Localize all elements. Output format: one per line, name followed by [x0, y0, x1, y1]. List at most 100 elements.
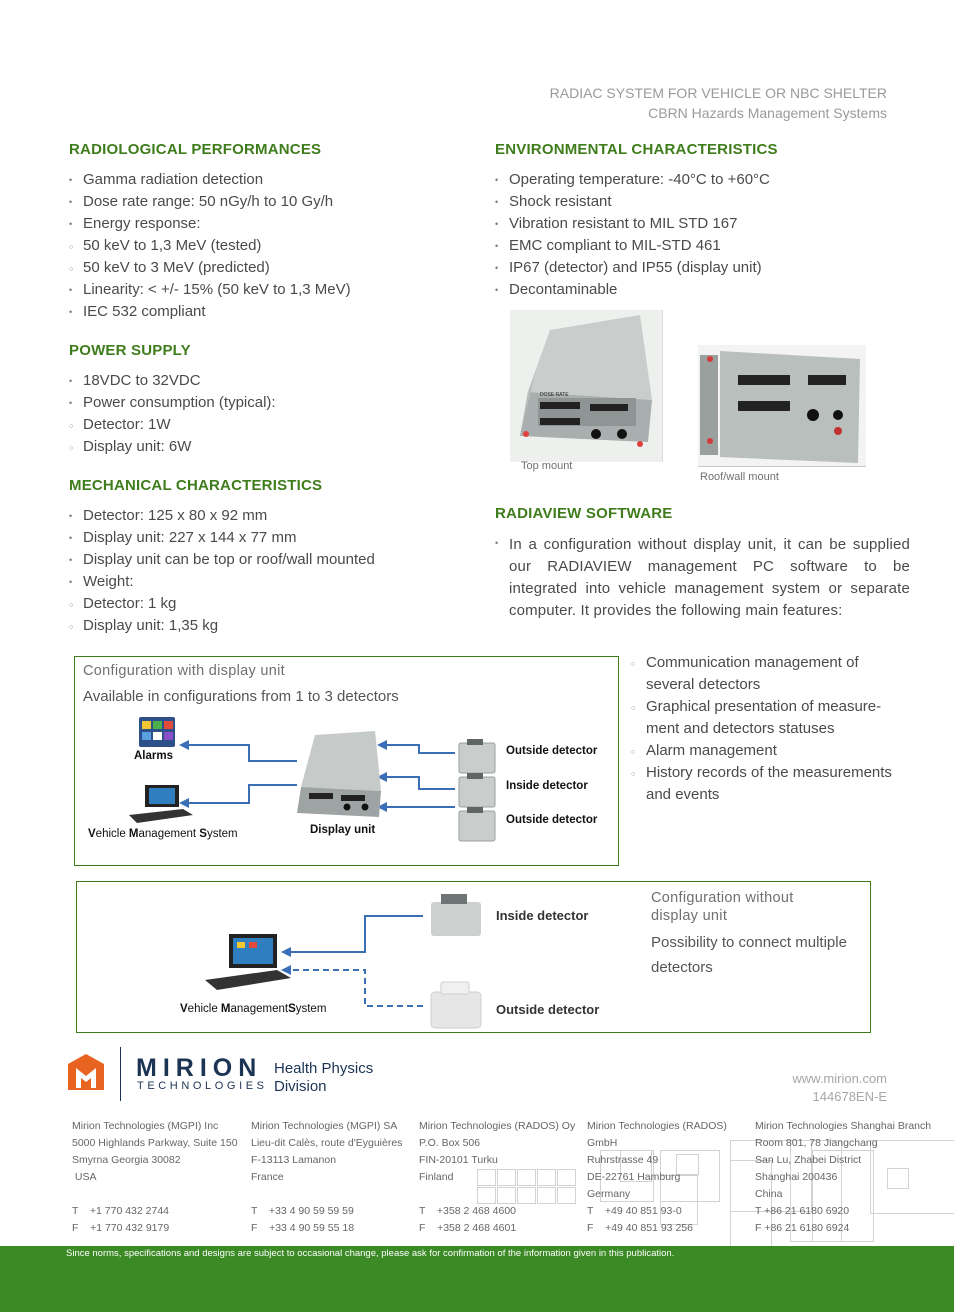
feature-item: ○Communication management of — [631, 652, 892, 674]
website-link[interactable]: www.mirion.com — [792, 1071, 887, 1086]
environmental-list: •Operating temperature: -40°C to +60°C•S… — [495, 169, 770, 301]
office-fax: F +49 40 851 93 256 — [587, 1222, 693, 1234]
inside-detector-icon — [431, 894, 481, 936]
list-item: •IEC 532 compliant — [69, 301, 351, 323]
feature-text: History records of the measurements — [646, 764, 892, 781]
outside-detector-icon — [430, 981, 482, 1029]
bullet-icon: • — [495, 175, 499, 185]
power-title: POWER SUPPLY — [69, 342, 191, 359]
feature-item: ment and detectors statuses — [631, 718, 892, 740]
sub-list-item: ○Display unit: 1,35 kg — [69, 615, 375, 637]
detector-label-2: Inside detector — [506, 780, 588, 792]
roof-mount-photo — [698, 345, 866, 467]
division-name: Health Physics Division — [274, 1060, 374, 1095]
environmental-title: ENVIRONMENTAL CHARACTERISTICS — [495, 141, 778, 158]
office-address-line: GmbH — [587, 1137, 618, 1149]
config-without-display-box: Inside detector Outside detector Vehicle… — [76, 881, 871, 1033]
feature-item: ○ Graphical presentation of measure- — [631, 696, 892, 718]
office-fax: F +86 21 6180 6924 — [755, 1222, 850, 1234]
list-item: •Shock resistant — [495, 191, 770, 213]
logo-divider — [120, 1047, 121, 1101]
config-with-display-box: Configuration with display unit Availabl… — [74, 656, 619, 866]
office-address-line: 5000 Highlands Parkway, Suite 150 — [72, 1137, 238, 1149]
hollow-bullet-icon: ○ — [631, 705, 636, 712]
list-item: • Power consumption (typical): — [69, 392, 276, 414]
spacer — [72, 1186, 238, 1203]
office-address-line: Finland — [419, 1171, 454, 1183]
brand-sub: TECHNOLOGIES — [137, 1080, 268, 1092]
top-mount-caption: Top mount — [521, 460, 573, 472]
office-address-line: USA — [72, 1171, 97, 1183]
bullet-icon: • — [69, 398, 73, 408]
document-category: CBRN Hazards Management Systems — [648, 105, 887, 121]
office-phone: T +49 40 851 93-0 — [587, 1205, 682, 1217]
power-list: •18VDC to 32VDC • Power consumption (typic… — [69, 370, 276, 458]
hollow-bullet-icon: ○ — [631, 771, 636, 778]
office-phone: T +33 4 90 59 59 59 — [251, 1205, 354, 1217]
list-item-text: Power consumption (typical): — [83, 394, 276, 411]
feature-item: ○Alarm management — [631, 740, 892, 762]
bullet-icon: • — [69, 219, 73, 229]
config1-diagram — [129, 717, 496, 842]
feature-item: and events — [631, 784, 892, 806]
office-address-line: France — [251, 1171, 284, 1183]
list-item: •Decontaminable — [495, 279, 770, 301]
bullet-icon: • — [69, 285, 73, 295]
hollow-bullet-icon: ○ — [631, 661, 636, 668]
roof-mount-caption: Roof/wall mount — [700, 471, 779, 483]
bullet-icon: • — [495, 241, 499, 251]
document-reference: 144678EN-E — [812, 1089, 887, 1104]
sub-list-item: ○50 keV to 3 MeV (predicted) — [69, 257, 351, 279]
config2-diagram — [205, 894, 482, 1029]
inside-detector-label: Inside detector — [496, 908, 589, 923]
hollow-bullet-icon: ○ — [69, 244, 74, 251]
office-phone: T +86 21 6180 6920 — [755, 1205, 850, 1217]
detector-icons — [458, 742, 496, 842]
hollow-bullet-icon: ○ — [69, 602, 74, 609]
list-item-text: 50 keV to 3 MeV (predicted) — [83, 259, 270, 276]
config1-subtitle: Available in configurations from 1 to 3 … — [83, 688, 399, 705]
office-address-line: Mirion Technologies Shanghai Branch — [755, 1120, 932, 1132]
list-item-text: Vibration resistant to MIL STD 167 — [509, 215, 738, 232]
list-item-text: Weight: — [83, 573, 134, 590]
list-item-text: Dose rate range: 50 nGy/h to 10 Gy/h — [83, 193, 334, 210]
office-fax: F +358 2 468 4601 — [419, 1222, 517, 1234]
detector-label-3: Outside detector — [506, 814, 598, 826]
office-address-line: China — [755, 1188, 783, 1200]
feature-text: several detectors — [646, 676, 761, 693]
list-item: •Gamma radiation detection — [69, 169, 351, 191]
hollow-bullet-icon: ○ — [69, 445, 74, 452]
list-item-text: Detector: 1W — [83, 416, 171, 433]
office-address-line: FIN-20101 Turku — [419, 1154, 498, 1166]
laptop-icon — [205, 934, 291, 990]
mechanical-title: MECHANICAL CHARACTERISTICS — [69, 477, 323, 494]
bullet-icon: • — [495, 197, 499, 207]
list-item: •EMC compliant to MIL-STD 461 — [495, 235, 770, 257]
list-item: •Linearity: < +/- 15% (50 keV to 1,3 MeV… — [69, 279, 351, 301]
feature-item: several detectors — [631, 674, 892, 696]
spacer — [251, 1186, 402, 1203]
outside-detector-label: Outside detector — [496, 1002, 600, 1017]
hollow-bullet-icon: ○ — [631, 749, 636, 756]
list-item: •Display unit: 227 x 144 x 77 mm — [69, 527, 375, 549]
brand-name: MIRION — [136, 1054, 263, 1082]
list-item-text: IEC 532 compliant — [83, 303, 206, 320]
bullet-icon: • — [69, 175, 73, 185]
radiological-list: •Gamma radiation detection•Dose rate ran… — [69, 169, 351, 323]
radiaview-intro: In a configuration without display unit,… — [509, 536, 910, 619]
alarms-label: Alarms — [134, 750, 173, 762]
list-item: •Detector: 125 x 80 x 92 mm — [69, 505, 375, 527]
office-address-line: San Lu, Zhabei District — [755, 1154, 862, 1166]
list-item: •Dose rate range: 50 nGy/h to 10 Gy/h — [69, 191, 351, 213]
office-phone: T +358 2 468 4600 — [419, 1205, 517, 1217]
feature-text: Graphical presentation of measure- — [646, 698, 882, 715]
list-item: •IP67 (detector) and IP55 (display unit) — [495, 257, 770, 279]
office-fax: F +33 4 90 59 55 18 — [251, 1222, 355, 1234]
list-item: •18VDC to 32VDC — [69, 370, 276, 392]
office-address-line: Mirion Technologies (RADOS) Oy — [419, 1120, 576, 1132]
list-item-text: Energy response: — [83, 215, 201, 232]
office-address-line: Mirion Technologies (MGPI) SA — [251, 1120, 398, 1132]
office-address-line: Germany — [587, 1188, 631, 1200]
